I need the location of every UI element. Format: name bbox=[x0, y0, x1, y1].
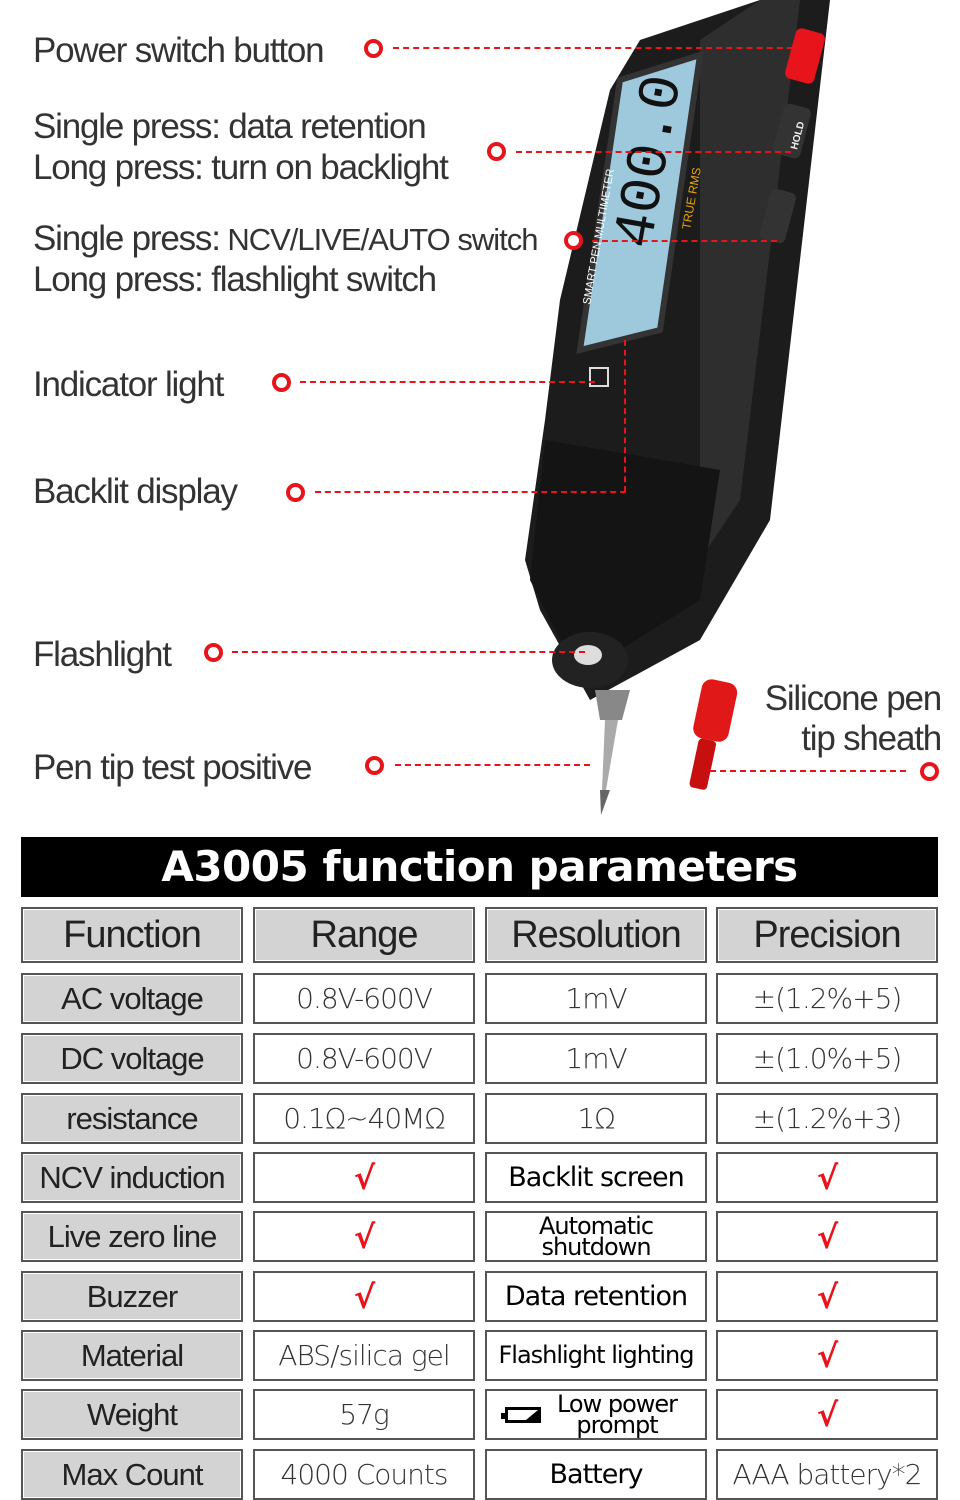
table-cell: √ bbox=[253, 1152, 475, 1203]
hold-button bbox=[773, 103, 811, 159]
callout-line bbox=[710, 770, 906, 772]
callout-ncv-1a: Single press: bbox=[33, 219, 221, 258]
table-cell: √ bbox=[716, 1211, 938, 1262]
check-mark-icon: √ bbox=[816, 1277, 838, 1316]
table-header-resolution: Resolution bbox=[485, 907, 707, 963]
callout-pen-tip: Pen tip test positive bbox=[33, 748, 313, 787]
callout-dot bbox=[204, 643, 223, 662]
power-button bbox=[785, 28, 825, 84]
table-row-label: NCV induction bbox=[21, 1152, 243, 1203]
callout-ncv-1b: NCV/LIVE/AUTO switch bbox=[219, 222, 538, 257]
callout-dot bbox=[286, 483, 305, 502]
ncv-button bbox=[760, 188, 796, 244]
table-cell: 1mV bbox=[485, 973, 707, 1024]
table-cell: Battery bbox=[485, 1449, 707, 1500]
callout-sheath-2: tip sheath bbox=[801, 719, 942, 758]
pen-multimeter-image: 400.0 SMART PEN MULTIMETER TRUE RMS HOLD bbox=[525, 0, 830, 815]
table-cell: 1mV bbox=[485, 1033, 707, 1084]
callout-dot bbox=[920, 762, 939, 781]
low-battery-icon bbox=[501, 1406, 541, 1423]
table-cell: ABS/silica gel bbox=[253, 1330, 475, 1381]
table-row-label: Material bbox=[21, 1330, 243, 1381]
pen-body bbox=[525, 0, 830, 815]
check-mark-icon: √ bbox=[816, 1336, 838, 1375]
callout-indicator-light: Indicator light bbox=[33, 365, 224, 404]
table-cell: ±(1.2%+5) bbox=[716, 973, 938, 1024]
check-mark-icon: √ bbox=[816, 1395, 838, 1434]
table-cell: 4000 Counts bbox=[253, 1449, 475, 1500]
table-cell: ±(1.2%+3) bbox=[716, 1093, 938, 1144]
callout-hold-2: Long press: turn on backlight bbox=[33, 148, 449, 187]
table-cell: Low power prompt bbox=[485, 1389, 707, 1440]
table-cell: √ bbox=[716, 1389, 938, 1440]
callout-power-switch: Power switch button bbox=[33, 31, 325, 70]
callout-dot bbox=[487, 142, 506, 161]
callout-dot bbox=[364, 39, 383, 58]
table-cell: 0.1Ω~40MΩ bbox=[253, 1093, 475, 1144]
callout-flashlight: Flashlight bbox=[33, 635, 172, 674]
table-cell: √ bbox=[716, 1330, 938, 1381]
table-row-label: DC voltage bbox=[21, 1033, 243, 1084]
check-mark-icon: √ bbox=[816, 1158, 838, 1197]
check-mark-icon: √ bbox=[816, 1217, 838, 1256]
table-row-label: Max Count bbox=[21, 1449, 243, 1500]
indicator-light bbox=[589, 367, 609, 387]
table-cell: Backlit screen bbox=[485, 1152, 707, 1203]
table-cell: 0.8V-600V bbox=[253, 1033, 475, 1084]
callout-line bbox=[624, 340, 626, 492]
callout-dot bbox=[365, 756, 384, 775]
check-mark-icon: √ bbox=[353, 1277, 375, 1316]
table-cell: 0.8V-600V bbox=[253, 973, 475, 1024]
table-header-function: Function bbox=[21, 907, 243, 963]
table-row-label: Live zero line bbox=[21, 1211, 243, 1262]
table-cell: Automatic shutdown bbox=[485, 1211, 707, 1262]
check-mark-icon: √ bbox=[353, 1217, 375, 1256]
callout-sheath-1: Silicone pen bbox=[764, 679, 942, 718]
table-header-range: Range bbox=[253, 907, 475, 963]
check-mark-icon: √ bbox=[353, 1158, 375, 1197]
table-row-label: Buzzer bbox=[21, 1271, 243, 1322]
callout-dot bbox=[272, 373, 291, 392]
callout-line bbox=[395, 764, 590, 766]
table-cell: ±(1.0%+5) bbox=[716, 1033, 938, 1084]
low-power-label: Low power prompt bbox=[556, 1389, 678, 1439]
callout-backlit-display: Backlit display bbox=[33, 472, 238, 511]
table-cell: 1Ω bbox=[485, 1093, 707, 1144]
table-title: A3005 function parameters bbox=[21, 837, 938, 897]
callout-line bbox=[232, 651, 585, 653]
silicone-sheath bbox=[689, 679, 738, 790]
table-cell: 57g bbox=[253, 1389, 475, 1440]
table-cell: √ bbox=[253, 1271, 475, 1322]
table-row-label: resistance bbox=[21, 1093, 243, 1144]
callout-line bbox=[592, 240, 777, 242]
callout-ncv-2: Long press: flashlight switch bbox=[33, 260, 437, 299]
table-cell: AAA battery*2 bbox=[716, 1449, 938, 1500]
callout-line bbox=[393, 47, 803, 49]
callout-line bbox=[300, 381, 595, 383]
table-header-precision: Precision bbox=[716, 907, 938, 963]
table-cell: Data retention bbox=[485, 1271, 707, 1322]
callout-line bbox=[516, 151, 791, 153]
table-cell: √ bbox=[253, 1211, 475, 1262]
callout-hold-1: Single press: data retention bbox=[33, 107, 427, 146]
table-cell: √ bbox=[716, 1152, 938, 1203]
callout-line bbox=[315, 491, 626, 493]
table-row-label: Weight bbox=[21, 1389, 243, 1440]
table-cell: Flashlight lighting bbox=[485, 1330, 707, 1381]
callout-dot bbox=[564, 231, 583, 250]
table-row-label: AC voltage bbox=[21, 973, 243, 1024]
callout-ncv-1: Single press: NCV/LIVE/AUTO switch bbox=[33, 218, 539, 260]
table-cell: √ bbox=[716, 1271, 938, 1322]
